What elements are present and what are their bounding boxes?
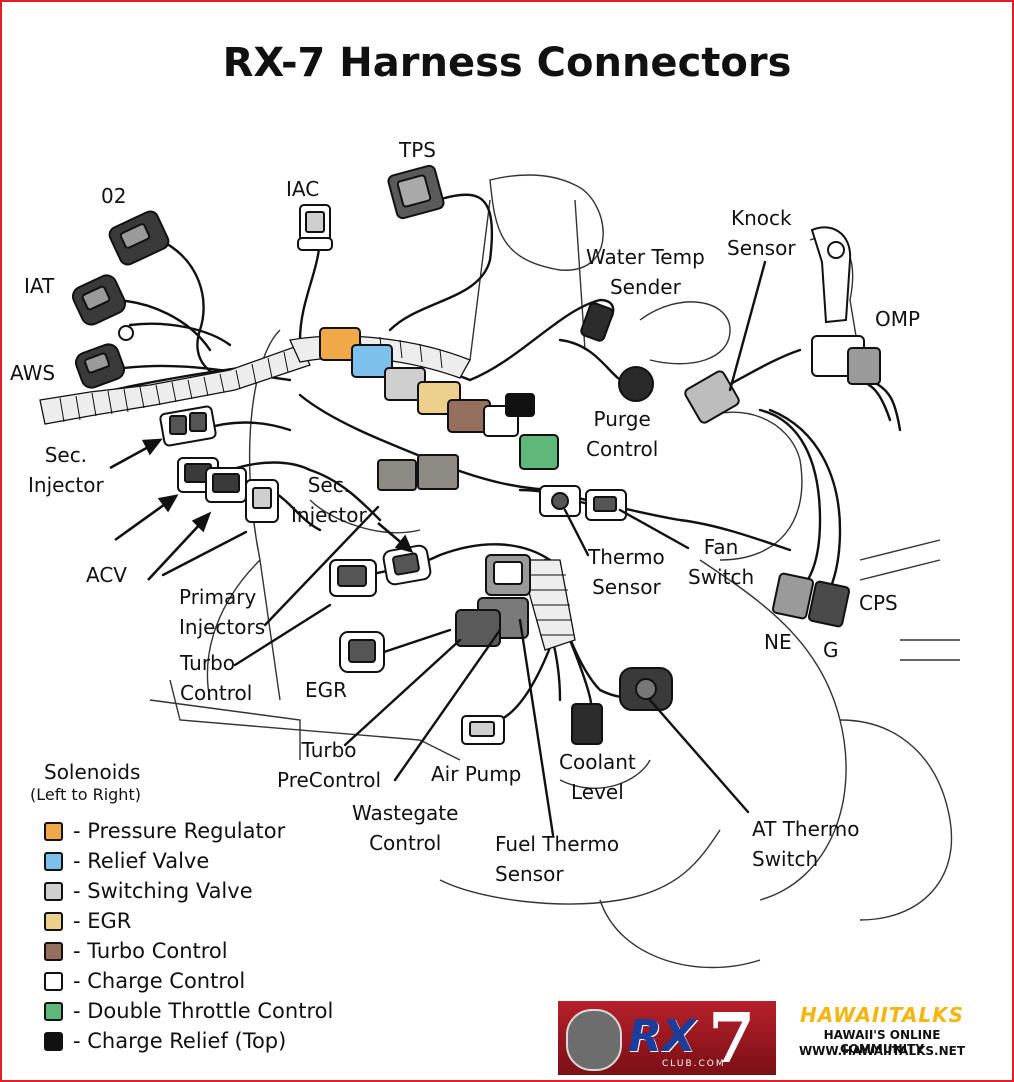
iat-connector [71, 274, 127, 326]
label-iac: IAC [286, 177, 320, 201]
legend-swatch [44, 1001, 63, 1021]
legend-heading: Solenoids [44, 760, 141, 784]
legend-item: - EGR [44, 906, 333, 936]
engine-outline [149, 174, 960, 969]
ne-connector [771, 572, 815, 620]
label-omp: OMP [875, 307, 921, 331]
badge-club-text: CLUB.COM [662, 1059, 726, 1069]
legend-item-label: - Pressure Regulator [73, 819, 286, 843]
label-sec-injector-center: Sec.Injector [291, 473, 367, 527]
legend-swatch [44, 941, 63, 961]
omp-connector [811, 335, 881, 385]
knock-sensor-bracket [810, 226, 852, 324]
legend-item-label: - Relief Valve [73, 849, 210, 873]
legend-item: - Pressure Regulator [44, 816, 333, 846]
badge-rx-text: RX [628, 1011, 696, 1062]
purge-control-solenoid [618, 366, 654, 402]
label-air-pump: Air Pump [431, 762, 522, 786]
primary-injector-connector [245, 479, 279, 523]
legend-item: - Charge Relief (Top) [44, 1026, 333, 1056]
label-aws: AWS [10, 361, 56, 385]
label-ne: NE [764, 630, 792, 654]
page-title: RX-7 Harness Connectors [222, 40, 792, 86]
label-sec-injector-left: Sec.Injector [28, 443, 104, 497]
legend-item-label: - Turbo Control [73, 939, 228, 963]
legend-list: - Pressure Regulator - Relief Valve - Swit… [44, 816, 333, 1056]
sec-injector-connector-left [159, 405, 217, 447]
legend-swatch [44, 821, 63, 841]
g-connector [807, 580, 851, 628]
leader-lines [161, 260, 767, 837]
legend-item: - Charge Control [44, 966, 333, 996]
legend-swatch [44, 1031, 63, 1051]
legend-swatch [44, 881, 63, 901]
water-temp-sender-connector [580, 302, 614, 342]
center-connector-stack [455, 554, 531, 647]
legend-swatch [44, 971, 63, 991]
site-url: WWW.HAWAIITALKS.NET [798, 1044, 966, 1058]
o2-connector [108, 210, 170, 266]
pointer-arrows [109, 438, 414, 581]
hawaiitalks-logo: HAWAIITALKS [799, 1003, 965, 1027]
legend-item: - Relief Valve [44, 846, 333, 876]
label-g: G [823, 638, 839, 662]
ground-ring-terminal [118, 325, 134, 341]
solenoid-charge-relief [505, 393, 535, 417]
legend-subheading: (Left to Right) [30, 785, 141, 804]
label-cps: CPS [859, 591, 898, 615]
legend-swatch [44, 851, 63, 871]
air-pump-connector [461, 715, 505, 745]
legend-item: - Turbo Control [44, 936, 333, 966]
knock-sensor-connector [684, 370, 740, 424]
label-tps: TPS [399, 138, 436, 162]
label-o2: 02 [101, 184, 127, 208]
turbo-control-connector [329, 559, 377, 597]
label-egr: EGR [305, 678, 348, 702]
site-tagline: HAWAII'S ONLINE COMMUNITY [823, 1028, 941, 1056]
solenoid-bank [319, 327, 559, 491]
portrait-image [566, 1009, 622, 1071]
legend-item-label: - Double Throttle Control [73, 999, 334, 1023]
legend-item-label: - EGR [73, 909, 132, 933]
aws-connector [74, 343, 126, 389]
coolant-level-connector [571, 703, 603, 745]
solenoid-relief-valve [351, 344, 393, 378]
solenoid-legend: Solenoids (Left to Right) - Pressure Reg… [30, 760, 333, 1056]
footer-banner: RX 7 CLUB.COM HAWAIITALKS HAWAII'S ONLIN… [558, 1001, 988, 1075]
egr-connector [339, 631, 385, 673]
connector-shapes [71, 164, 881, 745]
badge-seven-text: 7 [708, 1001, 756, 1075]
fan-switch-connector [585, 489, 627, 521]
legend-item: - Double Throttle Control [44, 996, 333, 1026]
legend-swatch [44, 911, 63, 931]
legend-item: - Switching Valve [44, 876, 333, 906]
legend-item-label: - Charge Control [73, 969, 246, 993]
solenoid-double-throttle-control [519, 434, 559, 470]
iac-connector [297, 204, 333, 251]
legend-item-label: - Switching Valve [73, 879, 253, 903]
acv-connector-2 [205, 467, 247, 503]
legend-item-label: - Charge Relief (Top) [73, 1029, 287, 1053]
label-iat: IAT [24, 274, 55, 298]
rx7-club-badge: RX 7 CLUB.COM [558, 1001, 776, 1075]
thermo-sensor-connector [539, 485, 581, 517]
at-thermo-switch-connector [619, 667, 673, 711]
tps-connector [387, 164, 445, 220]
label-acv: ACV [86, 563, 127, 587]
